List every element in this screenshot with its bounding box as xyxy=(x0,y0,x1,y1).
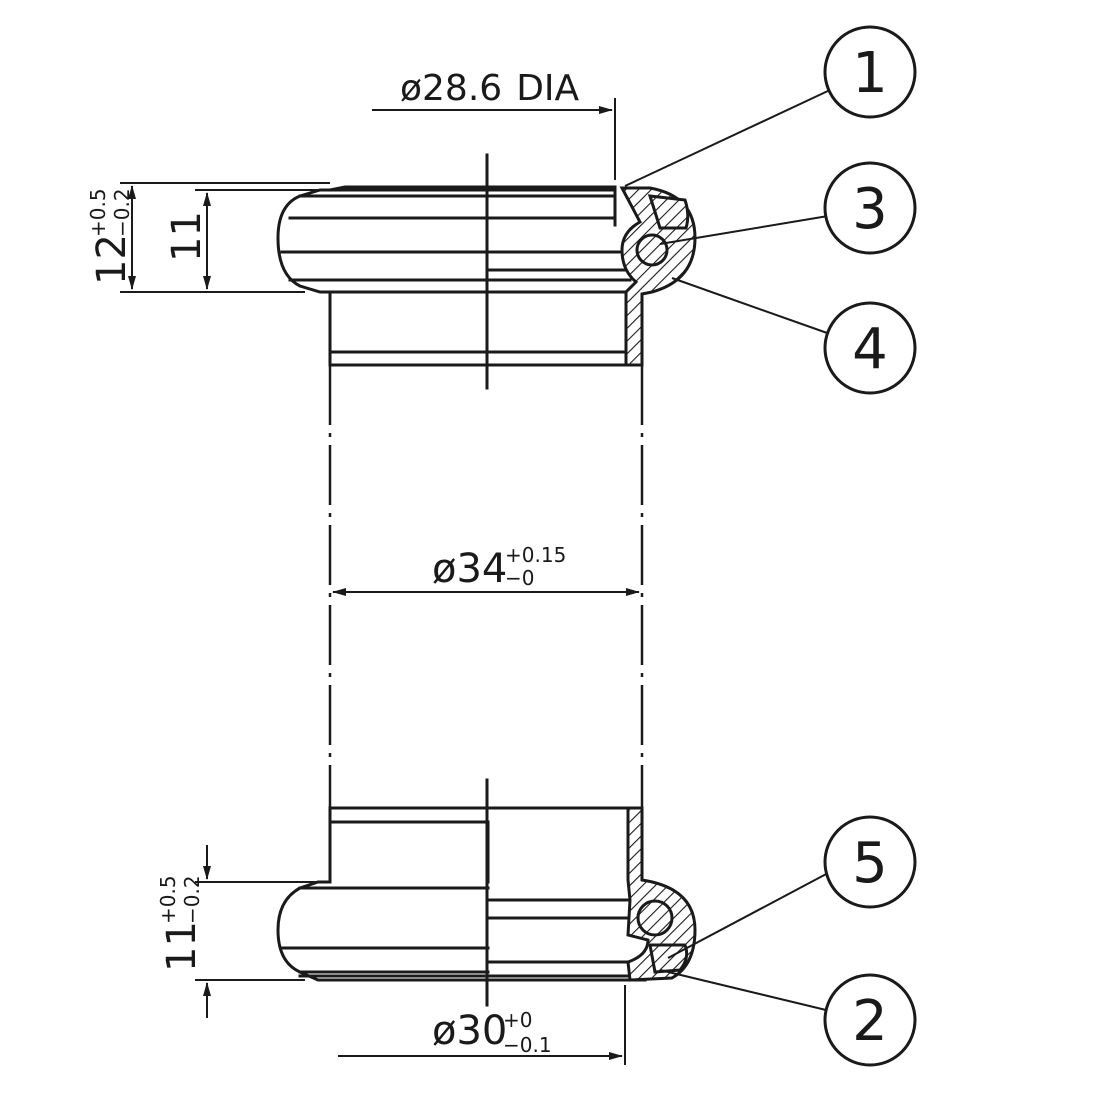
dim-top-cup-height-tol-lower: −0.2 xyxy=(110,188,134,237)
head-tube xyxy=(328,365,644,808)
dim-tube-diameter-main: ø34 xyxy=(432,546,507,592)
callout-leaders xyxy=(624,89,831,1011)
dim-tube-diameter: ø34 +0.15 −0 xyxy=(332,543,640,596)
dim-tube-diameter-tol-upper: +0.15 xyxy=(505,543,566,567)
dim-top-cup-heights: 12 +0.5 −0.2 11 xyxy=(86,182,330,293)
callout-5-label: 5 xyxy=(852,831,888,896)
callout-5: 5 xyxy=(823,815,917,909)
callout-1-label: 1 xyxy=(852,41,888,106)
dim-bottom-cup-height-tol-upper: +0.5 xyxy=(156,875,180,924)
callout-4-label: 4 xyxy=(852,317,888,382)
callout-1: 1 xyxy=(823,25,917,119)
dim-top-cup-height-tol-upper: +0.5 xyxy=(86,188,110,237)
dim-bottom-diameter: ø30 +0 −0.1 xyxy=(338,985,626,1065)
top-cup xyxy=(276,185,697,367)
dim-top-cup-inner-height: 11 xyxy=(164,211,210,262)
callout-2: 2 xyxy=(823,973,917,1067)
dim-bottom-cup-height-main: 11 xyxy=(159,921,205,972)
bottom-cup xyxy=(276,806,697,982)
dim-tube-diameter-tol-lower: −0 xyxy=(505,566,534,590)
callout-4: 4 xyxy=(823,301,917,395)
dim-top-cup-height-main: 12 xyxy=(89,234,135,285)
dim-bottom-diameter-tol-lower: −0.1 xyxy=(503,1033,552,1057)
callout-3-label: 3 xyxy=(852,177,888,242)
dim-bottom-diameter-tol-upper: +0 xyxy=(503,1008,532,1032)
callout-3: 3 xyxy=(823,161,917,255)
dim-bottom-cup-height: 11 +0.5 −0.2 xyxy=(156,845,330,1018)
callout-2-label: 2 xyxy=(852,989,888,1054)
dim-bottom-diameter-main: ø30 xyxy=(432,1008,507,1054)
dim-bottom-cup-height-tol-lower: −0.2 xyxy=(180,875,204,924)
